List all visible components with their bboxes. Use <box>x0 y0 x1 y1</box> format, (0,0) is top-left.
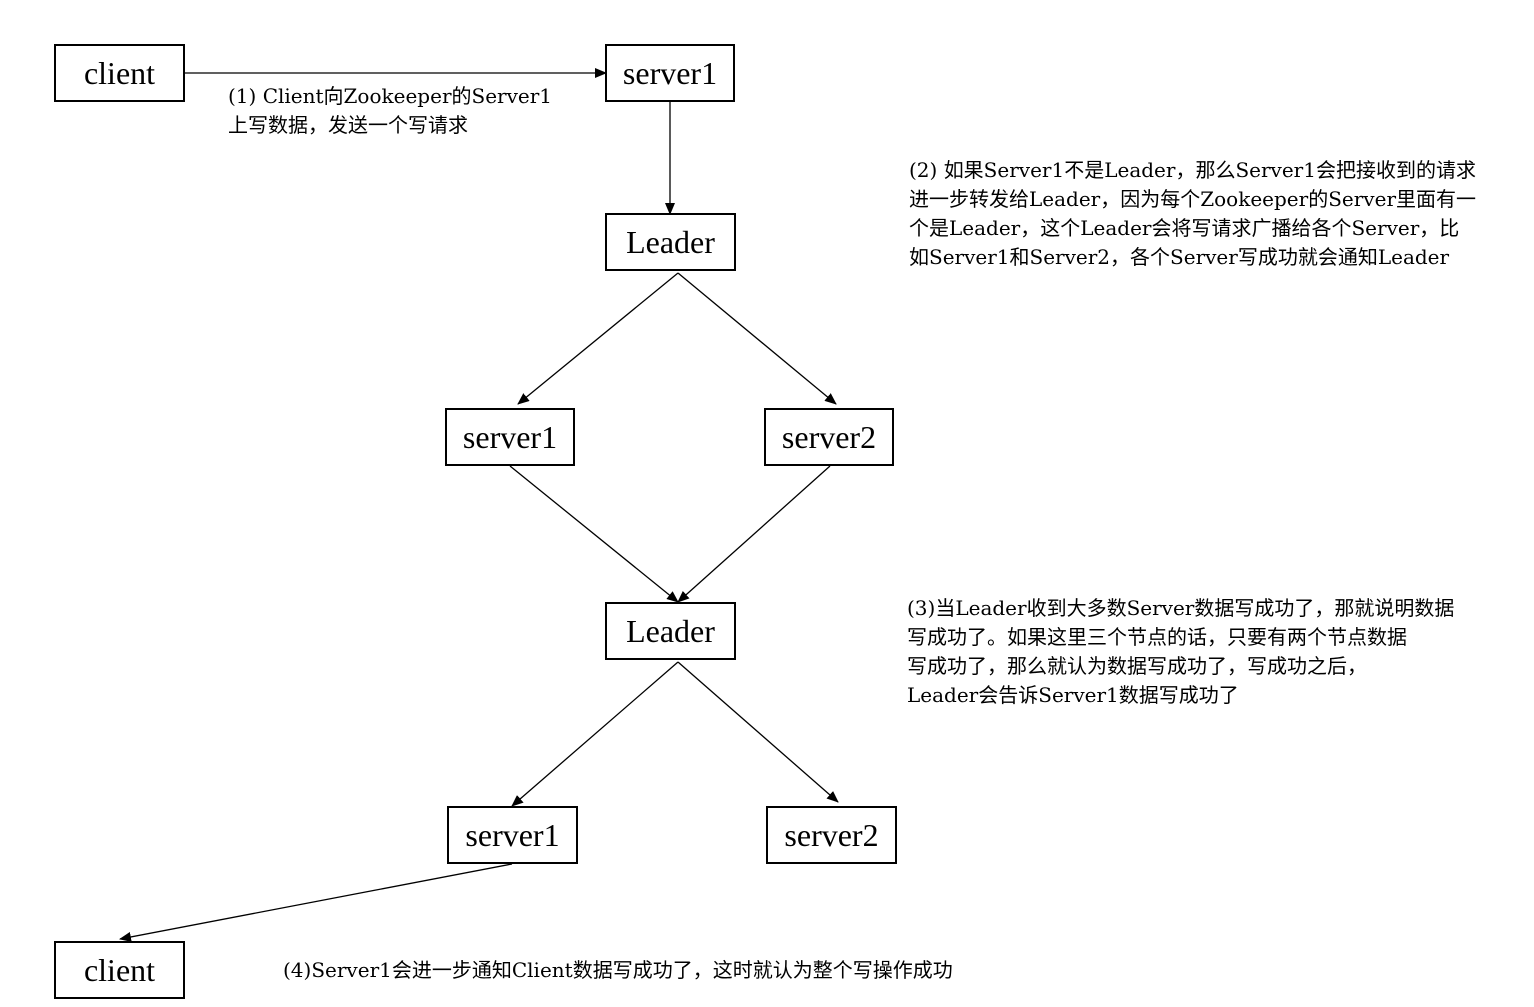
edge-server1-to-leader2 <box>509 465 679 603</box>
step2-line: 个是Leader，这个Leader会将写请求广播给各个Server，比 <box>909 216 1460 240</box>
edge-leader-to-server1 <box>517 272 679 405</box>
edge-leader-to-server2 <box>677 272 837 405</box>
leader-node-1: Leader <box>605 213 736 271</box>
step1-line: 上写数据，发送一个写请求 <box>228 113 468 137</box>
step3-annotation: (3)当Leader收到大多数Server数据写成功了，那就说明数据 写成功了。… <box>907 594 1454 710</box>
edge-server1-to-client <box>119 863 513 942</box>
edge-leader2-to-server1 <box>511 661 679 807</box>
client-node-bottom: client <box>54 941 185 999</box>
step3-line: 写成功了。如果这里三个节点的话，只要有两个节点数据 <box>907 625 1407 649</box>
step4-line: (4)Server1会进一步通知Client数据写成功了，这时就认为整个写操作成… <box>283 958 953 982</box>
step2-line: 进一步转发给Leader，因为每个Zookeeper的Server里面有一 <box>909 187 1477 211</box>
step2-line: (2) 如果Server1不是Leader，那么Server1会把接收到的请求 <box>909 158 1476 182</box>
server1-node-mid: server1 <box>445 408 575 466</box>
leader-node-2: Leader <box>605 602 736 660</box>
client-node-top: client <box>54 44 185 102</box>
server2-node-bottom: server2 <box>766 806 897 864</box>
step3-line: Leader会告诉Server1数据写成功了 <box>907 683 1239 707</box>
step4-annotation: (4)Server1会进一步通知Client数据写成功了，这时就认为整个写操作成… <box>283 956 953 985</box>
step3-line: 写成功了，那么就认为数据写成功了，写成功之后， <box>907 654 1367 678</box>
server1-node-bottom: server1 <box>447 806 578 864</box>
server1-node-top: server1 <box>605 44 735 102</box>
step3-line: (3)当Leader收到大多数Server数据写成功了，那就说明数据 <box>907 596 1455 620</box>
step2-annotation: (2) 如果Server1不是Leader，那么Server1会把接收到的请求 … <box>909 156 1476 272</box>
step2-line: 如Server1和Server2，各个Server写成功就会通知Leader <box>909 245 1450 269</box>
edge-leader2-to-server2 <box>677 661 839 803</box>
step1-line: (1) Client向Zookeeper的Server1 <box>228 84 553 108</box>
edge-server2-to-leader2 <box>677 465 831 603</box>
step1-annotation: (1) Client向Zookeeper的Server1 上写数据，发送一个写请… <box>228 82 552 140</box>
server2-node-mid: server2 <box>764 408 894 466</box>
